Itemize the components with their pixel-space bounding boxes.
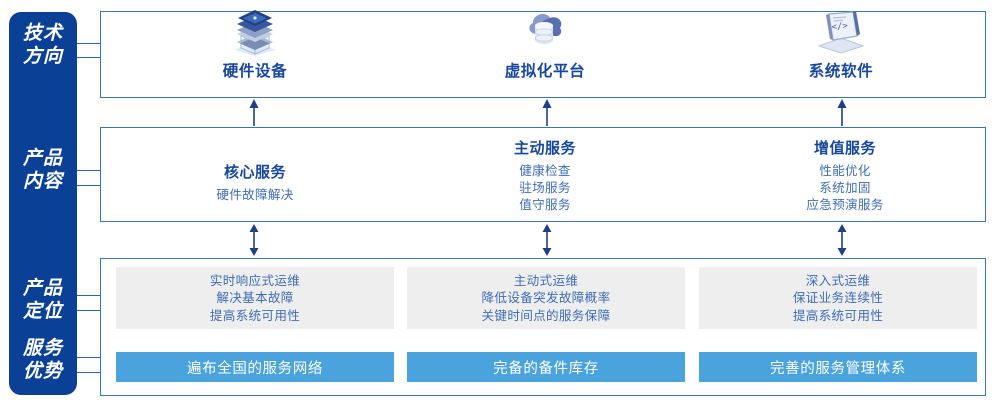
- product-content-panel: [100, 127, 986, 222]
- connector-stub-content-a: [77, 170, 101, 171]
- tech-direction-item-hardware[interactable]: 硬件设备: [155, 0, 355, 87]
- rail-label-service-advantage: 服务 优势: [9, 337, 77, 383]
- connector-stub-positioning-b: [77, 310, 101, 311]
- rail-label-product-positioning: 产品 定位: [9, 277, 77, 323]
- rail-label-line2: 内容: [22, 170, 63, 192]
- rail-label-tech-direction: 技术 方向: [9, 22, 77, 68]
- rail-label-product-content: 产品 内容: [9, 147, 77, 193]
- arrow-double-value-added: [837, 224, 847, 256]
- product-content-line: 系统加固: [819, 179, 871, 195]
- arrow-double-proactive: [542, 224, 552, 256]
- positioning-line: 深入式运维: [805, 272, 871, 288]
- tech-direction-item-virtualization[interactable]: 虚拟化平台: [445, 0, 645, 87]
- positioning-line: 提高系统可用性: [209, 307, 301, 323]
- rail-label-line2: 方向: [22, 45, 63, 67]
- arrow-up-virtualization: [542, 99, 552, 126]
- product-content-line: 性能优化: [819, 162, 871, 178]
- rail-label-line2: 定位: [22, 300, 63, 322]
- product-content-item-value-added[interactable]: 增值服务 性能优化 系统加固 应急预演服务: [715, 127, 975, 222]
- tech-direction-item-system-software[interactable]: </> 系统软件: [741, 0, 941, 87]
- product-positioning-card-3[interactable]: 深入式运维 保证业务连续性 提高系统可用性: [699, 267, 977, 329]
- service-advantage-bar-2[interactable]: 完备的备件库存: [407, 352, 685, 382]
- connector-stub-advantage-b: [77, 372, 101, 373]
- positioning-line: 降低设备突发故障概率: [481, 290, 611, 306]
- product-content-line: 健康检查: [519, 162, 571, 178]
- rail-label-line1: 技术: [22, 22, 63, 44]
- arrow-up-hardware: [249, 99, 259, 126]
- cloud-database-icon: [529, 14, 562, 44]
- product-positioning-card-1[interactable]: 实时响应式运维 解决基本故障 提高系统可用性: [116, 267, 394, 329]
- product-content-line: 硬件故障解决: [216, 186, 294, 202]
- positioning-line: 实时响应式运维: [209, 272, 301, 288]
- service-advantage-bar-3[interactable]: 完善的服务管理体系: [699, 352, 977, 382]
- product-content-title: 增值服务: [813, 138, 876, 157]
- tech-direction-title: 系统软件: [808, 62, 874, 80]
- svg-text:</>: </>: [831, 21, 849, 32]
- rail-label-line1: 产品: [22, 147, 63, 169]
- product-content-item-proactive[interactable]: 主动服务 健康检查 驻场服务 值守服务: [415, 127, 675, 222]
- product-content-line: 驻场服务: [519, 179, 571, 195]
- product-content-title: 主动服务: [513, 138, 576, 157]
- positioning-line: 保证业务连续性: [792, 290, 884, 306]
- server-stack-icon: [235, 10, 275, 56]
- product-positioning-card-2[interactable]: 主动式运维 降低设备突发故障概率 关键时间点的服务保障: [407, 267, 685, 329]
- positioning-line: 解决基本故障: [216, 290, 294, 306]
- service-advantage-bar-1[interactable]: 遍布全国的服务网络: [116, 352, 394, 382]
- arrow-double-core: [249, 224, 259, 256]
- category-rail: [9, 12, 77, 395]
- positioning-line: 关键时间点的服务保障: [481, 307, 611, 323]
- positioning-line: 主动式运维: [513, 272, 579, 288]
- product-content-line: 值守服务: [519, 196, 571, 212]
- arrow-up-system-software: [837, 99, 847, 126]
- tech-direction-title: 硬件设备: [222, 62, 288, 80]
- connector-stub-tech-a: [77, 43, 101, 44]
- rail-label-line1: 服务: [22, 337, 63, 359]
- product-content-title: 核心服务: [223, 162, 286, 181]
- product-content-line: 应急预演服务: [806, 196, 884, 212]
- connector-stub-positioning-a: [77, 295, 101, 296]
- rail-label-line1: 产品: [22, 277, 63, 299]
- rail-label-line2: 优势: [22, 360, 63, 382]
- connector-stub-tech-b: [77, 57, 101, 58]
- connector-stub-advantage-a: [77, 357, 101, 358]
- laptop-code-icon: </>: [817, 11, 865, 54]
- positioning-line: 提高系统可用性: [792, 307, 884, 323]
- connector-stub-content-b: [77, 185, 101, 186]
- product-content-item-core[interactable]: 核心服务 硬件故障解决: [125, 127, 385, 222]
- tech-direction-title: 虚拟化平台: [504, 62, 586, 80]
